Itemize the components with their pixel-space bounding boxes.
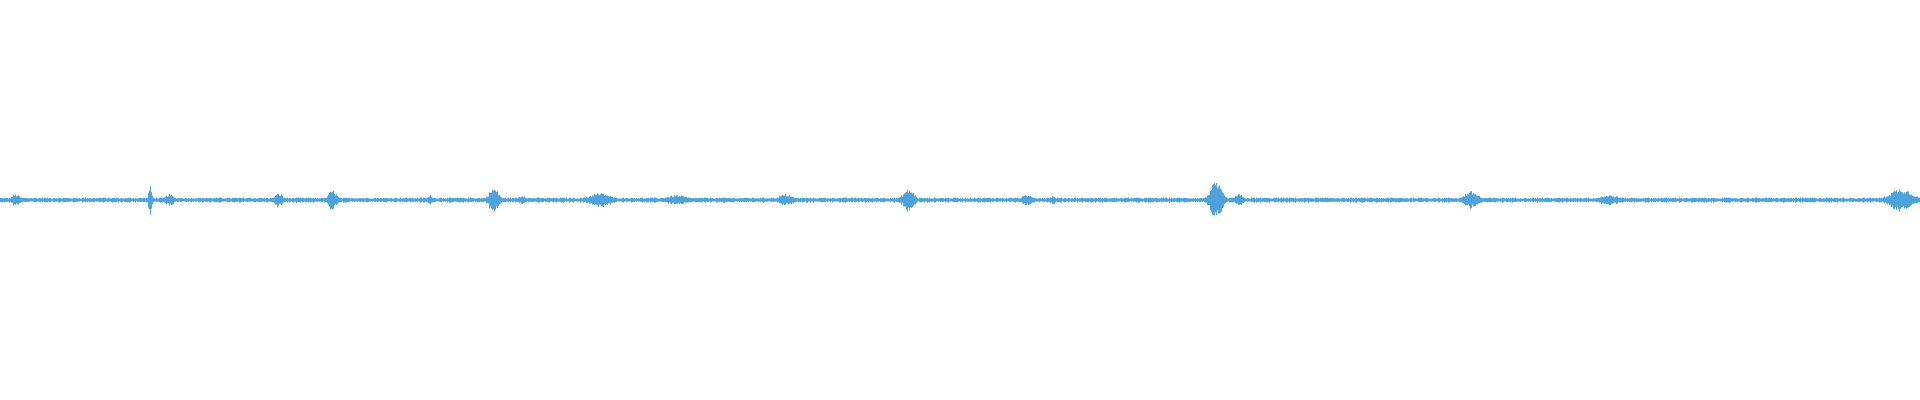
waveform-trace [0, 182, 1920, 216]
waveform-amplitude [0, 182, 1920, 216]
